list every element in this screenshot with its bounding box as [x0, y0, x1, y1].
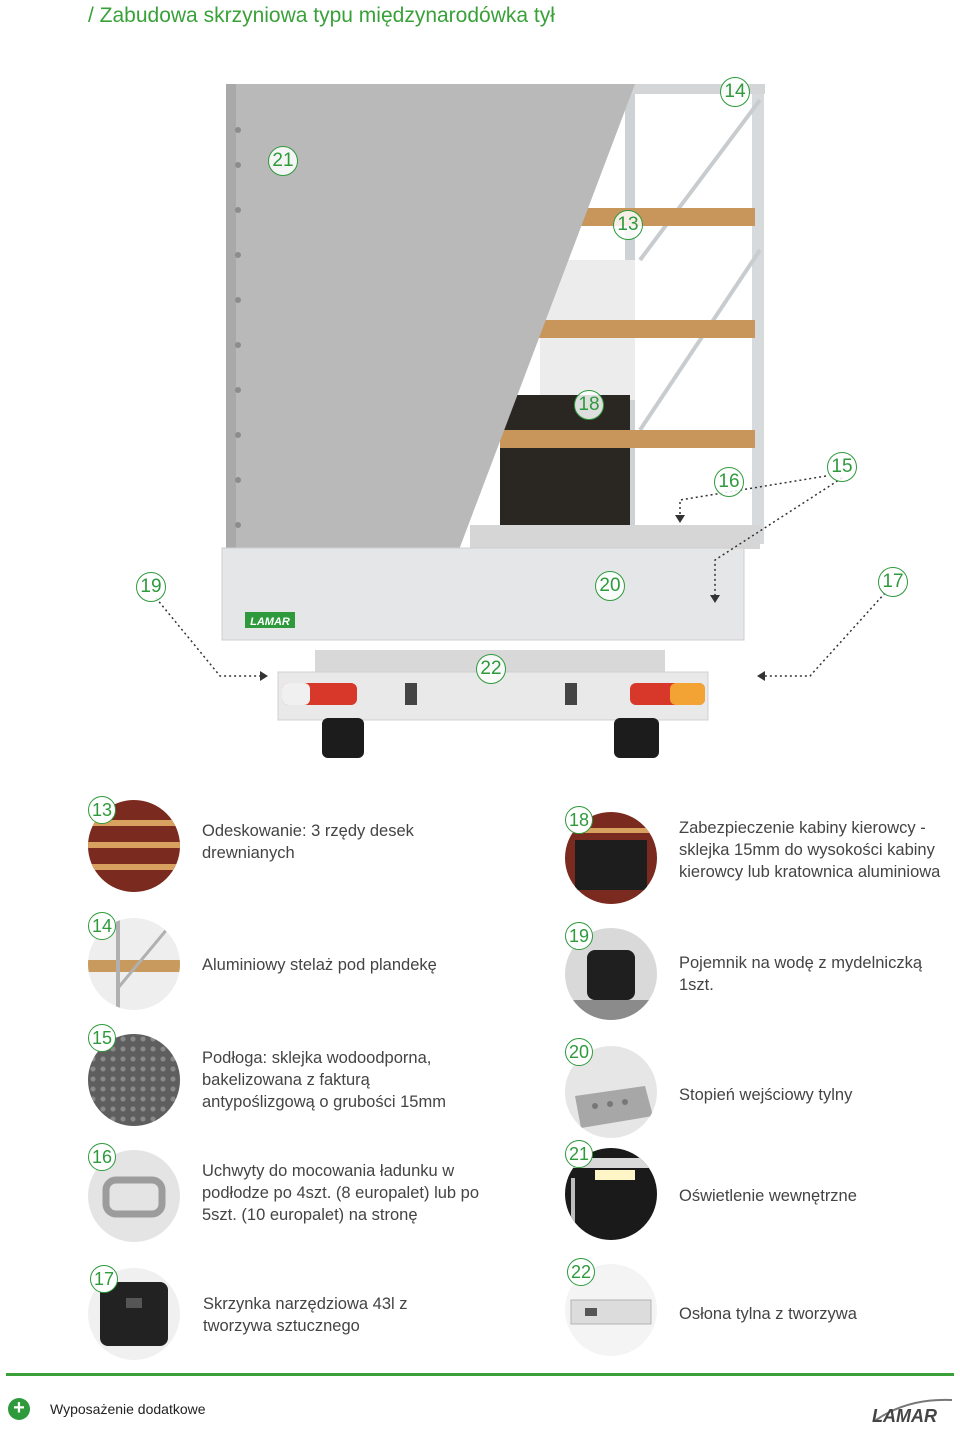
callout-13: 13	[613, 210, 643, 240]
item-number-18: 18	[565, 806, 593, 834]
callout-19: 19	[136, 572, 166, 602]
item-number-17: 17	[90, 1265, 118, 1293]
item-desc-20: Stopień wejściowy tylny	[679, 1086, 853, 1104]
thumb-aluminium-frame	[88, 918, 180, 1010]
item-number-14: 14	[88, 912, 116, 940]
item-number-20: 20	[565, 1038, 593, 1066]
item-desc-16: Uchwyty do mocowania ładunku w podłodze …	[202, 1162, 480, 1224]
item-number-16: 16	[88, 1143, 116, 1171]
item-desc-18: Zabezpieczenie kabiny kierowcy - sklejka…	[679, 819, 941, 881]
callout-15: 15	[827, 452, 857, 482]
page-title: / Zabudowa skrzyniowa typu międzynarodów…	[88, 4, 555, 27]
callout-16: 16	[714, 467, 744, 497]
item-number-19: 19	[565, 922, 593, 950]
item-desc-21: Oświetlenie wewnętrzne	[679, 1187, 857, 1205]
item-desc-13: Odeskowanie: 3 rzędy desek drewnianych	[202, 822, 414, 862]
item-number-21: 21	[565, 1140, 593, 1168]
footer-divider	[6, 1373, 954, 1376]
callout-21: 21	[268, 146, 298, 176]
thumb-cabin-protection	[565, 812, 657, 904]
item-number-15: 15	[88, 1024, 116, 1052]
item-number-22: 22	[567, 1258, 595, 1286]
truck-illustration: LAMAR	[155, 84, 886, 758]
callout-22: 22	[476, 654, 506, 684]
item-number-13: 13	[88, 796, 116, 824]
svg-text:LAMAR: LAMAR	[872, 1406, 937, 1426]
item-desc-15: Podłoga: sklejka wodoodporna, bakelizowa…	[202, 1049, 446, 1111]
callout-18: 18	[574, 390, 604, 420]
callout-17: 17	[878, 567, 908, 597]
item-desc-14: Aluminiowy stelaż pod plandekę	[202, 956, 437, 974]
callout-14: 14	[720, 77, 750, 107]
callout-20: 20	[595, 571, 625, 601]
lamar-logo: LAMAR	[872, 1398, 953, 1426]
footer-label: Wyposażenie dodatkowe	[50, 1401, 206, 1417]
plus-icon: +	[8, 1398, 30, 1420]
thumb-toolbox	[88, 1268, 180, 1360]
item-desc-19: Pojemnik na wodę z mydelniczką 1szt.	[679, 954, 923, 994]
item-desc-22: Osłona tylna z tworzywa	[679, 1305, 857, 1323]
item-desc-17: Skrzynka narzędziowa 43l z tworzywa sztu…	[203, 1295, 408, 1335]
svg-text:LAMAR: LAMAR	[250, 616, 290, 628]
